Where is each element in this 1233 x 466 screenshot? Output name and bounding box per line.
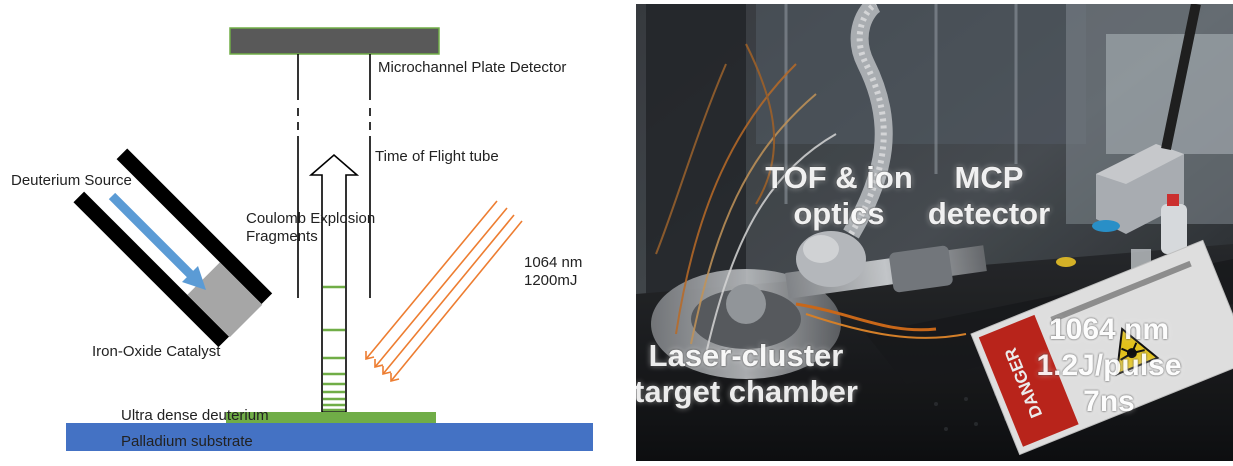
label-ultra-dense-deuterium: Ultra dense deuterium	[121, 407, 269, 424]
deuterium-flow-arrow	[108, 192, 206, 290]
experiment-schematic: Microchannel Plate Detector Time of Flig…	[0, 0, 620, 461]
deuterium-source	[73, 148, 273, 348]
label-tof-ion-optics: TOF & ion optics	[765, 160, 913, 231]
schematic-drawing	[66, 27, 593, 451]
label-laser-1064nm: 1064 nm 1200mJ	[524, 254, 583, 289]
microchannel-plate-detector	[229, 27, 440, 55]
label-deuterium-source: Deuterium Source	[11, 172, 132, 189]
laser-beams	[365, 200, 523, 383]
label-microchannel-plate-detector: Microchannel Plate Detector	[378, 59, 567, 76]
lab-photo-drawing: DANGER	[636, 4, 1233, 461]
label-laser-1064nm-pulse: 1064 nm 1.2J/pulse 7ns	[1036, 313, 1182, 418]
fragment-marks	[323, 285, 345, 412]
ultra-dense-deuterium-layer	[226, 412, 436, 423]
label-iron-oxide-catalyst: Iron-Oxide Catalyst	[92, 343, 221, 360]
laser-danger-sign: DANGER	[970, 239, 1233, 456]
lab-photograph: DANGER TOF & ion optics MCP detector 106…	[636, 4, 1233, 461]
label-mcp-detector: MCP detector	[927, 160, 1051, 231]
palladium-substrate	[66, 423, 593, 451]
label-time-of-flight-tube: Time of Flight tube	[375, 148, 499, 165]
time-of-flight-tube	[297, 54, 371, 298]
ion-flight-arrow	[308, 153, 360, 413]
label-coulomb-explosion-fragments: Coulomb Explosion Fragments	[246, 210, 376, 245]
label-laser-cluster-target-chamber: Laser-cluster target chamber	[636, 338, 858, 409]
label-palladium-substrate: Palladium substrate	[121, 433, 253, 450]
